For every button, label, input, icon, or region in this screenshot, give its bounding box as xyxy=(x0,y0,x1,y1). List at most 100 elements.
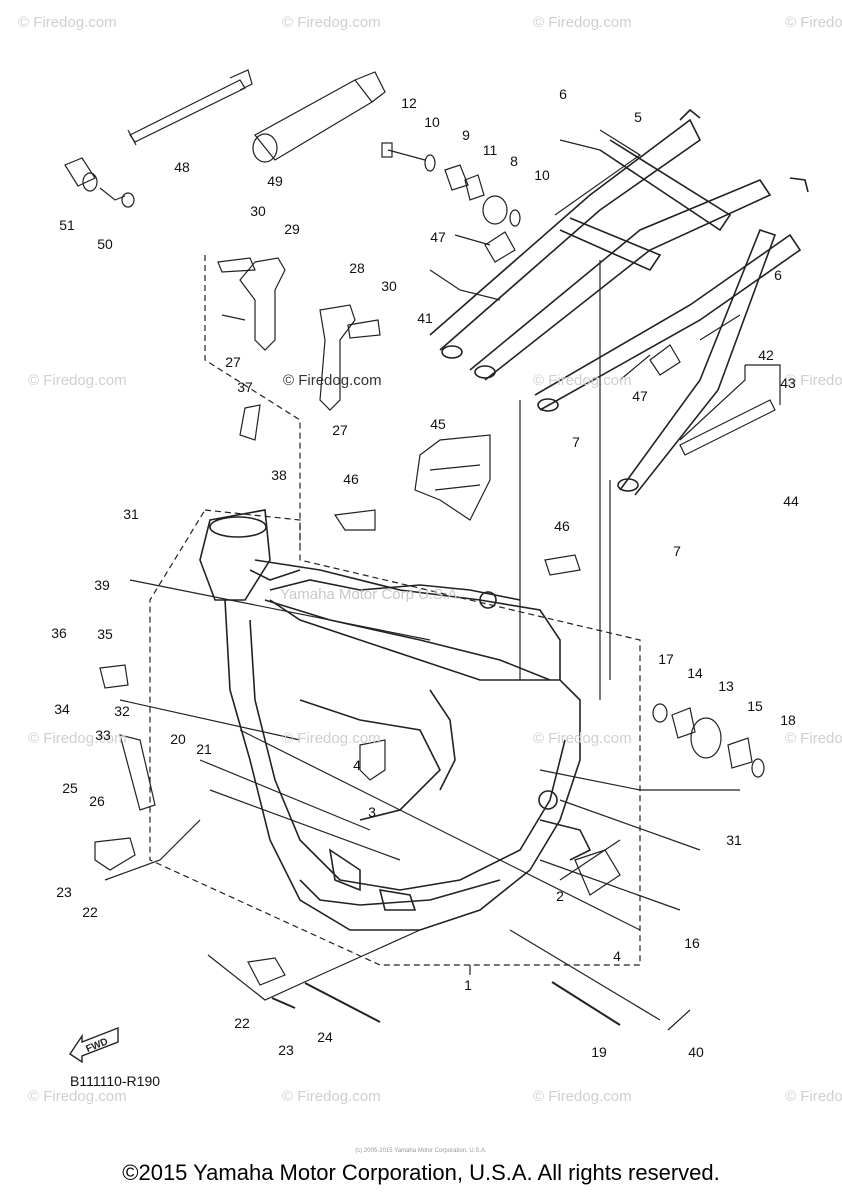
watermark: © Firedog.com xyxy=(785,14,842,31)
guide-32 xyxy=(119,734,156,811)
callout-38: 38 xyxy=(271,467,287,483)
callout-31: 31 xyxy=(123,506,139,522)
callout-31b: 31 xyxy=(726,832,742,848)
callout-41: 41 xyxy=(417,310,433,326)
callout-47b: 47 xyxy=(632,388,648,404)
watermark-center: Yamaha Motor Corp U.S.A. xyxy=(280,586,462,603)
callout-8: 8 xyxy=(510,153,518,169)
callout-32: 32 xyxy=(114,703,130,719)
bracket-22b xyxy=(247,957,286,986)
wrench-tool xyxy=(127,69,253,146)
callout-47: 47 xyxy=(430,229,446,245)
callout-51: 51 xyxy=(59,217,75,233)
callout-39: 39 xyxy=(94,577,110,593)
chain-guide-42 xyxy=(679,399,776,456)
callout-22: 22 xyxy=(82,904,98,920)
callout-46: 46 xyxy=(343,471,359,487)
callout-4: 4 xyxy=(353,757,361,773)
callout-10b: 10 xyxy=(534,167,550,183)
callout-24: 24 xyxy=(317,1029,333,1045)
callout-25: 25 xyxy=(62,780,78,796)
callout-30b: 30 xyxy=(381,278,397,294)
callout-23b: 23 xyxy=(278,1042,294,1058)
clip-37 xyxy=(239,404,261,441)
callout-13: 13 xyxy=(718,678,734,694)
callout-49: 49 xyxy=(267,173,283,189)
main-frame xyxy=(199,509,592,931)
watermark: © Firedog.com xyxy=(282,14,381,31)
callout-3: 3 xyxy=(368,804,376,820)
watermark: © Firedog.com xyxy=(28,372,127,389)
callout-9: 9 xyxy=(462,127,470,143)
watermark: © Firedog.com xyxy=(18,14,117,31)
callout-20: 20 xyxy=(170,731,186,747)
watermark: © Firedog.com xyxy=(28,730,127,747)
callout-27b: 27 xyxy=(332,422,348,438)
callout-18: 18 xyxy=(780,712,796,728)
fwd-arrow-icon: FWD xyxy=(69,1026,119,1064)
watermark: © Firedog.com xyxy=(785,372,842,389)
watermark: © Firedog.com xyxy=(533,14,632,31)
callout-14: 14 xyxy=(687,665,703,681)
callout-10: 10 xyxy=(424,114,440,130)
callout-43: 43 xyxy=(780,375,796,391)
callout-40: 40 xyxy=(688,1044,704,1060)
callout-21: 21 xyxy=(196,741,212,757)
bracket-28 xyxy=(319,304,381,411)
pivot-parts xyxy=(652,703,765,778)
watermark-dark: © Firedog.com xyxy=(283,372,382,389)
watermark: © Firedog.com xyxy=(282,1088,381,1105)
callout-44: 44 xyxy=(783,493,799,509)
callout-6b: 6 xyxy=(774,267,782,283)
watermark: © Firedog.com xyxy=(533,730,632,747)
callout-23: 23 xyxy=(56,884,72,900)
clamp-46b xyxy=(544,554,581,576)
watermark: © Firedog.com xyxy=(282,730,381,747)
cover-45 xyxy=(414,434,491,521)
callout-27: 27 xyxy=(225,354,241,370)
callout-7b: 7 xyxy=(673,543,681,559)
copyright-notice: ©2015 Yamaha Motor Corporation, U.S.A. A… xyxy=(122,1160,720,1185)
callout-36: 36 xyxy=(51,625,67,641)
callout-26: 26 xyxy=(89,793,105,809)
callout-48: 48 xyxy=(174,159,190,175)
callout-34: 34 xyxy=(54,701,70,717)
watermark: © Firedog.com xyxy=(533,372,632,389)
fine-print: (c) 2005-2015 Yamaha Motor Corporation, … xyxy=(355,1148,487,1154)
engine-mount-2 xyxy=(574,849,621,896)
watermark: © Firedog.com xyxy=(785,730,842,747)
callout-11: 11 xyxy=(482,142,498,158)
callout-33: 33 xyxy=(95,727,111,743)
callout-29: 29 xyxy=(284,221,300,237)
callout-46b: 46 xyxy=(554,518,570,534)
callout-15: 15 xyxy=(747,698,763,714)
bolt-12-set xyxy=(381,142,521,227)
callout-19: 19 xyxy=(591,1044,607,1060)
socket-tool xyxy=(252,71,386,163)
engine-mount-3 xyxy=(359,739,386,781)
callout-1: 1 xyxy=(464,977,472,993)
callout-42: 42 xyxy=(758,347,774,363)
watermark: © Firedog.com xyxy=(533,1088,632,1105)
watermark: © Firedog.com xyxy=(28,1088,127,1105)
clamp-46 xyxy=(333,509,376,531)
diagram-code: B111110-R190 xyxy=(70,1073,161,1089)
collar-parts xyxy=(64,157,135,208)
callout-35: 35 xyxy=(97,626,113,642)
bracket-29 xyxy=(217,257,286,351)
callout-45: 45 xyxy=(430,416,446,432)
callout-7: 7 xyxy=(572,434,580,450)
callout-2: 2 xyxy=(556,888,564,904)
callout-37: 37 xyxy=(237,379,253,395)
frame-dashed-outline xyxy=(149,509,641,966)
callout-22b: 22 xyxy=(234,1015,250,1031)
callout-4b: 4 xyxy=(613,948,621,964)
callout-6: 6 xyxy=(559,86,567,102)
callout-16: 16 xyxy=(684,935,700,951)
watermark: © Firedog.com xyxy=(785,1088,842,1105)
callout-17: 17 xyxy=(658,651,674,667)
callout-28: 28 xyxy=(349,260,365,276)
clip-35 xyxy=(99,664,129,689)
callout-12: 12 xyxy=(401,95,417,111)
